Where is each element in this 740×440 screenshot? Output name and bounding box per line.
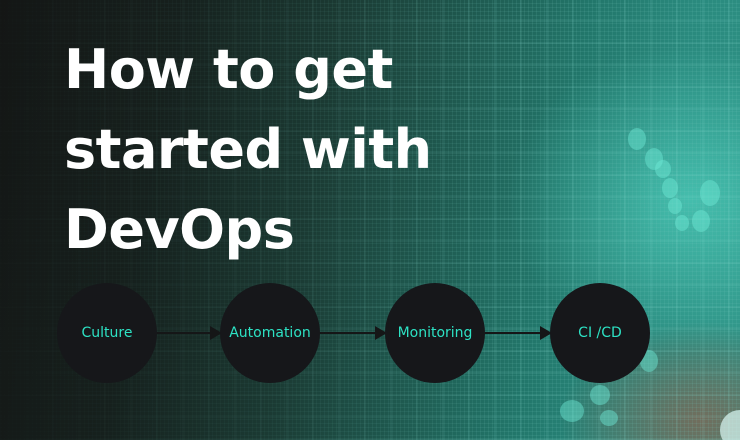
- flow-step-culture: Culture: [57, 283, 157, 383]
- flow-step-monitoring: Monitoring: [385, 283, 485, 383]
- bokeh-dot: [668, 198, 682, 214]
- flow-step-label: Culture: [81, 325, 133, 341]
- bokeh-dot: [600, 410, 618, 426]
- flow-step-cicd: CI /CD: [550, 283, 650, 383]
- arrow-automation-to-monitoring: [320, 326, 387, 340]
- bokeh-dot: [675, 215, 689, 231]
- title-line-3: DevOps: [64, 198, 295, 261]
- bokeh-dot: [655, 160, 671, 178]
- bokeh-dot: [590, 385, 610, 405]
- bokeh-dot: [645, 148, 663, 170]
- title-line-2: started with: [64, 118, 432, 181]
- flow-step-label: CI /CD: [578, 325, 622, 341]
- arrow-monitoring-to-cicd: [485, 326, 552, 340]
- flow-step-automation: Automation: [220, 283, 320, 383]
- bokeh-dot: [720, 410, 740, 440]
- bokeh-dot: [662, 178, 678, 198]
- bokeh-dot: [628, 128, 646, 150]
- flow-step-label: Monitoring: [397, 325, 473, 341]
- bokeh-dot: [700, 180, 720, 206]
- bokeh-dot: [560, 400, 584, 422]
- flow-step-label: Automation: [229, 325, 311, 341]
- arrow-culture-to-automation: [157, 326, 222, 340]
- bokeh-dot: [692, 210, 710, 232]
- title-line-1: How to get: [64, 38, 393, 101]
- page-title: How to get started with DevOps: [64, 30, 432, 270]
